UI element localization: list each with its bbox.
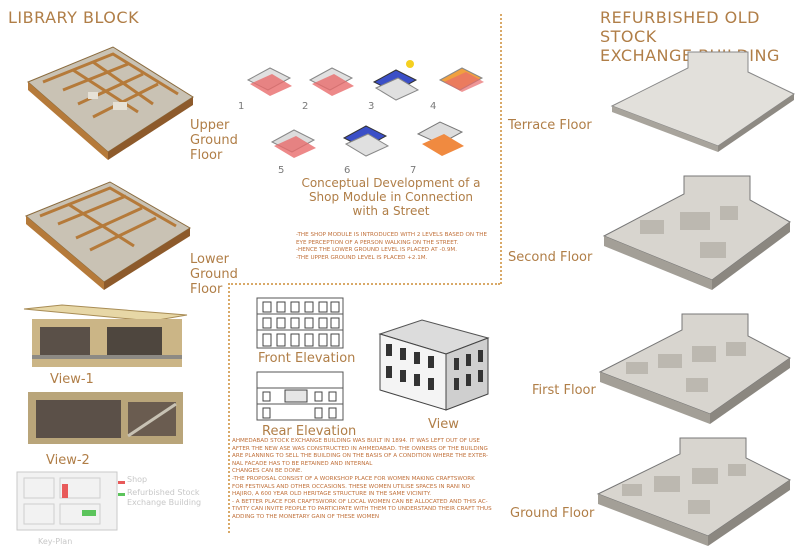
description-line-2: AFTER THE NEW ASE WAS CONSTRUCTED IN AHM… <box>232 445 488 452</box>
description-line-6: -THE PROPOSAL CONSIST OF A WORKSHOP PLAC… <box>232 475 475 482</box>
step-6-label: 6 <box>344 165 351 176</box>
shop-note-2: -HENCE THE LOWER GROUND LEVEL IS PLACED … <box>296 247 457 254</box>
shop-note-1: -THE SHOP MODULE IS INTRODUCED WITH 2 LE… <box>296 232 487 246</box>
floor-label-ground: Ground Floor <box>510 506 595 521</box>
terrace-floor-image <box>610 51 795 152</box>
front-elevation-label: Front Elevation <box>258 351 356 366</box>
step-1-label: 1 <box>238 101 245 112</box>
description-line-9: - A BETTER PLACE FOR CRAFTSWORK OF LOCAL… <box>232 498 488 505</box>
divider-vertical-left <box>228 283 230 533</box>
divider-horizontal <box>228 283 500 285</box>
legend-stock-swatch <box>118 493 125 496</box>
module-7-sketch <box>416 121 464 156</box>
lower-ground-plan-image <box>25 181 191 290</box>
view2-label: View-2 <box>46 453 90 468</box>
view2-image <box>28 392 183 444</box>
step-3-label: 3 <box>368 101 375 112</box>
shop-module-caption: Conceptual Development of a Shop Module … <box>301 176 481 218</box>
module-5-sketch <box>270 129 316 158</box>
legend-stock-label: Refurbished Stock Exchange Building <box>127 488 202 507</box>
description-line-8: HAJIRO, A 600 YEAR OLD HERITAGE STRUCTUR… <box>232 491 431 498</box>
rear-elevation-image <box>256 371 344 421</box>
description-line-11: ADDING TO THE MONETARY GAIN OF THESE WOM… <box>232 513 380 520</box>
ground-floor-image <box>596 437 791 546</box>
key-plan-label: Key-Plan <box>38 537 73 546</box>
rear-elevation-label: Rear Elevation <box>262 424 357 439</box>
view-3d-image <box>378 319 490 411</box>
module-4-sketch <box>438 67 484 92</box>
step-2-label: 2 <box>302 101 309 112</box>
description-line-4: NAL FACADE HAS TO BE RETAINED AND INTERN… <box>232 460 373 467</box>
view-3d-label: View <box>428 417 459 432</box>
library-title: LIBRARY BLOCK <box>8 8 140 27</box>
module-6-sketch <box>342 125 390 157</box>
first-floor-image <box>598 313 791 424</box>
description-line-1: AHMEDABAD STOCK EXCHANGE BUILDING WAS BU… <box>232 438 480 444</box>
step-7-label: 7 <box>410 165 417 176</box>
front-elevation-image <box>256 297 344 349</box>
module-2-sketch <box>308 67 354 96</box>
module-3-sketch <box>372 60 420 101</box>
description-line-3: ARE PLANNING TO SELL THE BUILDING ON THE… <box>232 453 489 460</box>
step-4-label: 4 <box>430 101 437 112</box>
shop-module-sketches <box>246 60 484 158</box>
description-text: AHMEDABAD STOCK EXCHANGE BUILDING WAS BU… <box>232 438 532 522</box>
legend-shop-label: Shop <box>127 475 148 484</box>
floor-label-terrace: Terrace Floor <box>508 118 592 133</box>
shop-note-3: -THE UPPER GROUND LEVEL IS PLACED +2.1M. <box>296 254 428 261</box>
floor-label-first: First Floor <box>532 383 596 398</box>
legend-shop-swatch <box>118 481 125 484</box>
description-line-10: TIVITY CAN INVITE PEOPLE TO PARTICIPATE … <box>232 506 492 513</box>
step-5-label: 5 <box>278 165 285 176</box>
view1-image <box>23 304 188 367</box>
module-1-sketch <box>246 67 292 96</box>
second-floor-image <box>602 175 791 290</box>
shop-module-notes: -THE SHOP MODULE IS INTRODUCED WITH 2 LE… <box>296 232 496 262</box>
upper-ground-label: Upper Ground Floor <box>190 118 238 163</box>
description-line-5: CHANGES CAN BE DONE. <box>232 468 303 475</box>
key-plan-image <box>16 471 118 531</box>
description-line-7: FOR FESTIVALS AND OTHER OCCASIONS. THESE… <box>232 483 471 490</box>
view1-label: View-1 <box>50 372 94 387</box>
divider-vertical <box>500 14 502 284</box>
upper-ground-plan-image <box>27 46 194 160</box>
stock-exchange-title-line1: REFURBISHED OLD STOCK <box>600 8 760 46</box>
lower-ground-label: Lower Ground Floor <box>190 252 238 297</box>
floor-label-second: Second Floor <box>508 250 593 265</box>
